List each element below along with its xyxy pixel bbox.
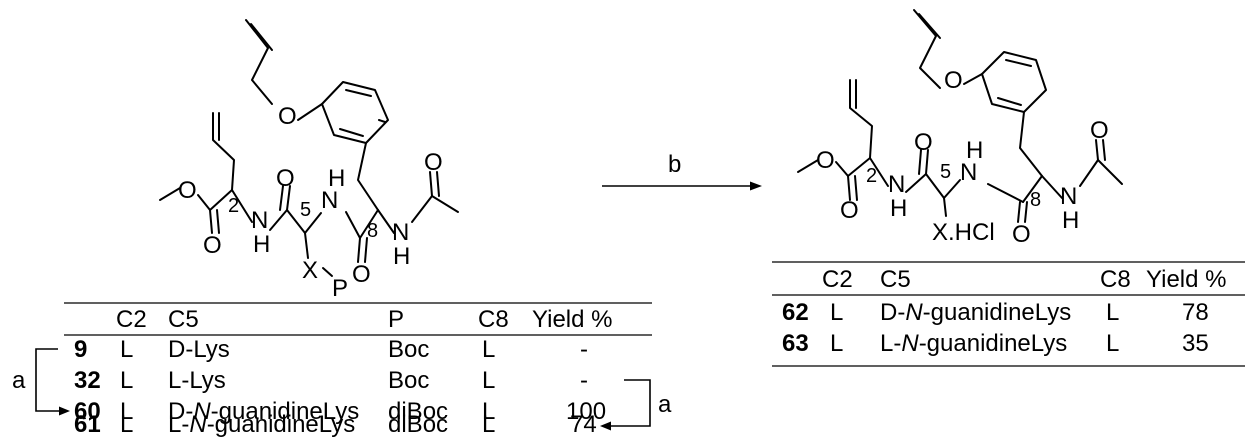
right-table-header-c8: C8 <box>1100 266 1131 293</box>
left-table-p-cell: diBoc <box>388 411 448 438</box>
left-locant-c2: 2 <box>228 195 239 217</box>
right-o-allyl: O <box>944 67 963 94</box>
right-structure: O O O 2 N H O 5 H N X.HCl O 8 N H O <box>797 9 1123 248</box>
conversion-arrow-32-to-61: a <box>600 379 672 431</box>
left-o-amide-2: O <box>352 261 371 288</box>
right-locant-c8: 8 <box>1030 189 1041 211</box>
right-o-ester-carbonyl: O <box>840 197 859 224</box>
right-table-yield-cell: 78 <box>1182 299 1209 326</box>
right-table-compound: 62 <box>782 299 809 326</box>
right-n-2: N <box>888 171 905 198</box>
right-o-acetyl: O <box>1090 117 1109 144</box>
right-locant-c5: 5 <box>940 161 951 183</box>
left-table-header-p: P <box>388 306 404 333</box>
right-h-8: H <box>1062 207 1079 234</box>
left-x-substituent: X <box>302 257 318 284</box>
left-table-c2-cell: L <box>120 411 133 438</box>
left-table-compound: 60 <box>74 398 101 425</box>
left-table-c8-cell: L <box>482 367 495 394</box>
right-n-5: N <box>960 159 977 186</box>
right-o-amide-2: O <box>1012 221 1031 248</box>
left-table-c8-cell: L <box>482 336 495 363</box>
right-table-c5-cell: L-N-guanidineLys <box>880 330 1067 357</box>
right-table-header-c5: C5 <box>880 266 911 293</box>
right-table-c2-cell: L <box>830 299 843 326</box>
left-o-acetyl: O <box>424 149 443 176</box>
condition-label-b: b <box>668 151 681 178</box>
left-table-c5-cell: D-Lys <box>168 336 230 363</box>
right-h-5: H <box>966 137 983 164</box>
right-h-2: H <box>890 195 907 222</box>
right-table-c2-cell: L <box>830 330 843 357</box>
left-table-c5-cell: D-N-guanidineLys <box>168 398 359 425</box>
right-table-yield-cell: 35 <box>1182 330 1209 357</box>
left-table-p-cell: Boc <box>388 367 429 394</box>
right-table-header-yield: Yield % <box>1146 266 1226 293</box>
left-o-ester-carbonyl: O <box>203 232 222 259</box>
left-h-5: H <box>328 165 345 192</box>
conversion-arrow-9-to-60: a <box>12 348 70 416</box>
left-table-compound: 61 <box>74 411 101 438</box>
left-table-c2-cell: L <box>120 367 133 394</box>
left-n-8: N <box>392 219 409 246</box>
left-table-c8-cell: L <box>482 398 495 425</box>
left-table-yield-cell: 74 <box>570 411 597 438</box>
right-o-amide-1: O <box>914 129 933 156</box>
right-o-ester-ether: O <box>816 147 835 174</box>
left-o-ester-ether: O <box>178 177 197 204</box>
left-table-compound: 32 <box>74 367 101 394</box>
left-table-yield-cell: - <box>580 367 588 394</box>
left-table-yield-cell: 100 <box>566 398 606 425</box>
left-n-2: N <box>251 207 268 234</box>
condition-label-a-left: a <box>12 367 26 394</box>
left-table-c5-cell: L-N-guanidineLys <box>168 411 355 438</box>
left-locant-c8: 8 <box>367 220 378 242</box>
right-n-8: N <box>1060 183 1077 210</box>
left-table-c8-cell: L <box>482 411 495 438</box>
right-table: C2 C5 C8 Yield % 62 L D-N-guanidineLys L… <box>772 261 1245 367</box>
left-table-p-cell: Boc <box>388 336 429 363</box>
left-structure: O O O 2 N H O 5 H N O 8 N H O X P <box>159 19 459 302</box>
left-table: C2 C5 P C8 Yield % 9 L D-Lys Boc L - 32 … <box>12 302 672 438</box>
left-locant-c5: 5 <box>300 199 311 221</box>
left-table-p-cell: diBoc <box>388 398 448 425</box>
left-table-c2-cell: L <box>120 398 133 425</box>
left-table-header-yield: Yield % <box>532 306 612 333</box>
right-table-c8-cell: L <box>1106 330 1119 357</box>
left-table-header-c5: C5 <box>168 306 199 333</box>
condition-label-a-right: a <box>658 391 672 418</box>
right-table-compound: 63 <box>782 330 809 357</box>
left-n-5: N <box>321 187 338 214</box>
left-o-amide-1: O <box>276 165 295 192</box>
left-table-compound: 9 <box>74 336 87 363</box>
left-h-8: H <box>393 243 410 270</box>
left-table-yield-cell: - <box>580 336 588 363</box>
right-x-substituent: X.HCl <box>932 219 995 246</box>
right-table-c8-cell: L <box>1106 299 1119 326</box>
left-o-allyl: O <box>278 103 297 130</box>
left-table-c2-cell: L <box>120 336 133 363</box>
left-h-2: H <box>253 231 270 258</box>
left-table-header-c8: C8 <box>478 306 509 333</box>
right-table-c5-cell: D-N-guanidineLys <box>880 299 1071 326</box>
reaction-arrow-b: b <box>602 151 762 191</box>
left-table-c5-cell: L-Lys <box>168 367 226 394</box>
right-locant-c2: 2 <box>866 165 877 187</box>
left-p-protecting-group: P <box>332 275 348 302</box>
left-table-header-c2: C2 <box>116 306 147 333</box>
right-table-header-c2: C2 <box>822 266 853 293</box>
